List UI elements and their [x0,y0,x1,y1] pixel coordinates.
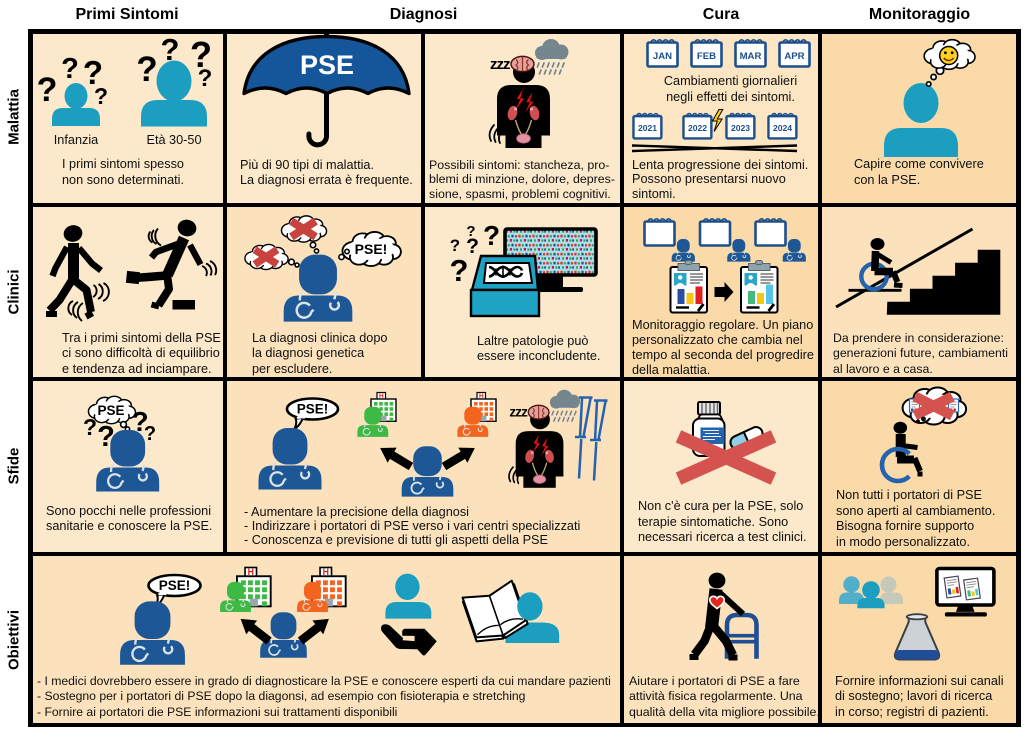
svg-text:2022: 2022 [688,123,707,133]
svg-text:?: ? [450,253,469,288]
svg-text:PSE!: PSE! [159,578,191,593]
svg-text:FEB: FEB [697,51,716,62]
svg-text:?: ? [37,71,58,109]
svg-text:H: H [379,393,384,400]
svg-text:?: ? [450,236,460,255]
svg-text:2024: 2024 [773,123,792,133]
svg-text:2021: 2021 [638,123,657,133]
svg-text:APR: APR [784,51,804,62]
svg-text:PSE!: PSE! [297,402,329,417]
svg-text:?: ? [466,235,479,258]
svg-text:H: H [479,393,484,400]
svg-text:?: ? [144,423,156,445]
svg-text:PSE: PSE [97,403,124,418]
svg-text:?: ? [94,83,108,109]
svg-text:?: ? [136,50,157,89]
svg-text:?: ? [466,223,475,240]
svg-text:PSE!: PSE! [355,241,388,257]
svg-text:?: ? [61,53,79,85]
svg-text:?: ? [83,54,103,91]
svg-text:?: ? [190,34,212,75]
svg-text:?: ? [83,414,97,440]
svg-text:JAN: JAN [653,51,672,62]
svg-text:2023: 2023 [731,123,750,133]
svg-text:PSE: PSE [300,50,354,80]
svg-text:?: ? [161,32,180,67]
svg-text:MAR: MAR [740,51,762,62]
svg-text:?: ? [131,406,148,437]
svg-text:?: ? [483,220,500,251]
svg-text:?: ? [198,65,213,92]
